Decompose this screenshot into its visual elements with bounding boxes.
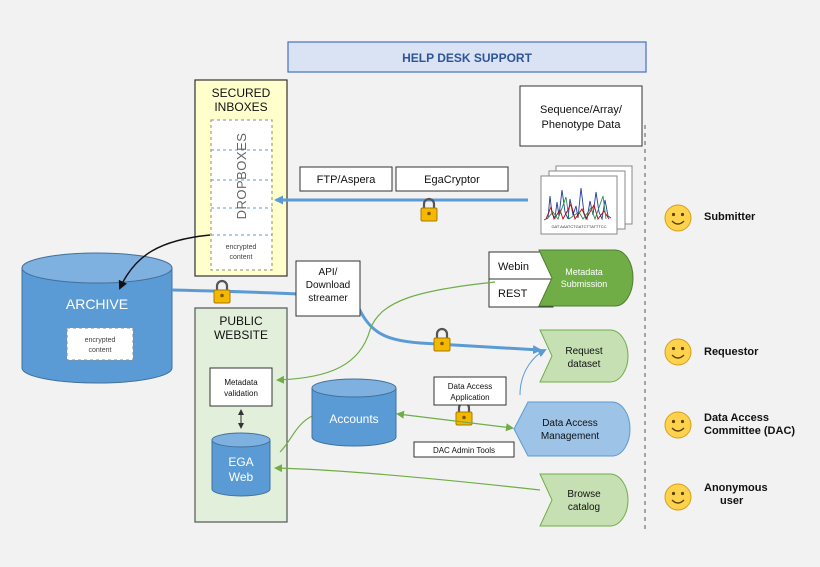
browse-catalog-shape[interactable] — [539, 473, 629, 527]
dac-admin-tools-box — [413, 441, 515, 458]
dac-to-request-arrow — [519, 349, 547, 396]
daa-label-2: Application — [450, 393, 489, 402]
requestor-smiley-icon — [664, 338, 692, 366]
anonymous-smiley-icon — [664, 483, 692, 511]
accounts-database — [311, 378, 397, 447]
data-access-application-box — [433, 376, 507, 406]
request-dataset-1: Request — [565, 346, 602, 357]
api-label-1: API/ — [319, 267, 338, 278]
help-desk-title: HELP DESK SUPPORT — [402, 51, 532, 65]
api-streamer-box — [295, 260, 361, 317]
requestor-label: Requestor — [704, 346, 759, 358]
request-dataset-shape[interactable] — [539, 329, 629, 383]
secured-inboxes-title-2: INBOXES — [214, 100, 267, 114]
dropboxes-container — [210, 119, 273, 271]
anonymous-label-1: Anonymous — [704, 482, 768, 494]
archive-lock-icon — [212, 279, 232, 305]
metadata-to-validation-arrow — [276, 281, 496, 384]
metadata-submission-1: Metadata — [565, 267, 603, 277]
ftp-aspera-box — [299, 166, 393, 192]
dam-label-2: Management — [541, 431, 600, 442]
dac-label-1: Data Access — [704, 412, 769, 424]
ega-web-label-1: EGA — [228, 455, 253, 469]
dam-label-1: Data Access — [542, 418, 598, 429]
data-type-label-2: Phenotype Data — [542, 119, 622, 131]
api-label-3: streamer — [308, 293, 348, 304]
encryption-lock-icon — [419, 197, 439, 223]
browse-catalog-2: catalog — [568, 502, 600, 513]
ega-web-database — [211, 432, 271, 497]
accounts-to-ega-link — [279, 415, 313, 453]
public-website-title-2: WEBSITE — [214, 328, 268, 342]
dac-smiley-icon — [664, 411, 692, 439]
inbox-encrypted-1: encrypted — [226, 244, 257, 251]
archive-encrypted-2: content — [89, 347, 112, 354]
sequence-text: GAT AAATCTGATCTTATTTCC — [551, 224, 606, 229]
archive-label: ARCHIVE — [66, 296, 128, 312]
download-lock-icon — [432, 327, 452, 353]
archive-encrypted-1: encrypted — [85, 337, 116, 344]
data-access-management-shape[interactable] — [513, 401, 631, 457]
ega-web-label-2: Web — [229, 470, 254, 484]
metadata-validation-2: validation — [224, 389, 258, 398]
browse-to-ega-arrow — [274, 464, 541, 491]
metadata-submission-shape — [538, 249, 634, 307]
egacryptor-box — [395, 166, 509, 192]
metadata-validation-box — [209, 367, 273, 407]
metadata-validation-1: Metadata — [224, 378, 258, 387]
data-type-label-1: Sequence/Array/ — [540, 104, 623, 116]
inbox-encrypted-2: content — [230, 254, 253, 261]
accounts-label: Accounts — [329, 412, 378, 426]
webin-label: Webin — [498, 261, 529, 273]
daa-label-1: Data Access — [448, 382, 492, 391]
submitter-smiley-icon — [664, 204, 692, 232]
browse-catalog-1: Browse — [567, 489, 601, 500]
dropbox-to-archive-arrow — [118, 234, 211, 290]
metadata-submission-2: Submission — [561, 279, 608, 289]
archive-database — [21, 252, 173, 384]
egacryptor-label: EgaCryptor — [424, 174, 480, 186]
dac-label-2: Committee (DAC) — [704, 425, 795, 437]
request-dataset-2: dataset — [568, 359, 601, 370]
help-desk-banner — [287, 41, 647, 73]
dac-admin-tools-label: DAC Admin Tools — [433, 446, 495, 455]
anonymous-label-2: user — [720, 495, 744, 507]
public-website-title-1: PUBLIC — [219, 314, 263, 328]
rest-label: REST — [498, 288, 528, 300]
archive-encrypted-box — [66, 327, 134, 361]
secured-inboxes-title-1: SECURED — [212, 86, 271, 100]
data-type-box — [519, 85, 643, 147]
ftp-aspera-label: FTP/Aspera — [317, 174, 377, 186]
sequence-document-stack — [540, 165, 633, 235]
api-label-2: Download — [306, 280, 350, 291]
accounts-dac-link — [396, 410, 514, 432]
submitter-label: Submitter — [704, 211, 756, 223]
dropboxes-label: DROPBOXES — [234, 133, 249, 220]
